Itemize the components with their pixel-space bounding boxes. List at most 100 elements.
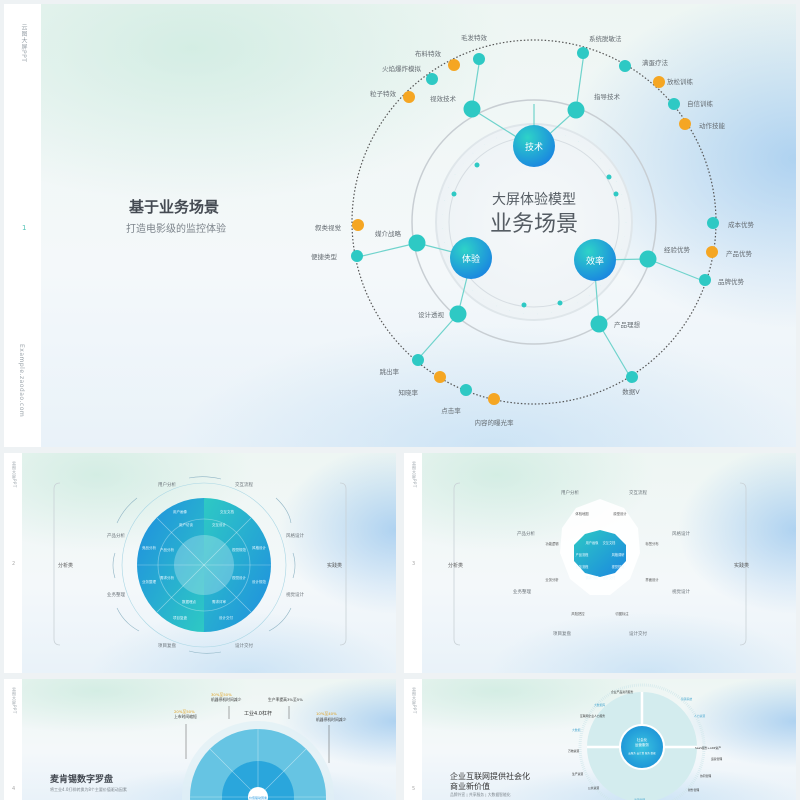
svg-text:视觉规范: 视觉规范 [232, 547, 246, 552]
svg-text:指导技术: 指导技术 [594, 92, 621, 101]
svg-text:云服务 云计算 服务 数据: 云服务 云计算 服务 数据 [628, 751, 656, 755]
svg-text:用户画像: 用户画像 [173, 509, 187, 514]
svg-text:视觉设计: 视觉设计 [232, 575, 246, 580]
thumbnail-slide-4[interactable]: 云图大屏PPT 4 麦肯锡数字罗盘 将工业4.0打样转换为8个主要价值驱动因素 … [4, 679, 396, 800]
svg-text:实践类: 实践类 [734, 562, 749, 569]
slide-title-line2: 商业新价值 [450, 782, 490, 791]
svg-text:上市时间缩短: 上市时间缩短 [174, 714, 197, 719]
svg-text:需求评审: 需求评审 [212, 599, 226, 604]
svg-text:分析类: 分析类 [448, 562, 463, 569]
slide-rail: 云图大屏PPT 4 [4, 679, 22, 800]
svg-text:交互设计: 交互设计 [212, 522, 226, 527]
svg-text:设计规范: 设计规范 [252, 579, 266, 584]
slide-side-label: 云图大屏PPT [12, 687, 17, 714]
center-line1: 大屏体验模型 [492, 192, 576, 208]
svg-text:知晓率: 知晓率 [399, 388, 419, 397]
svg-text:产品流程: 产品流程 [576, 552, 590, 557]
social-commerce-diagram: 社会化 运营服务 云服务 云计算 服务 数据 企业产品资讯服务 大数据库 营销系… [568, 683, 722, 800]
slide-side-footer: Example.zaodao.com [18, 344, 25, 418]
svg-text:万物资源: 万物资源 [568, 749, 579, 753]
svg-text:用户画像: 用户画像 [586, 540, 600, 545]
svg-text:大数据库: 大数据库 [594, 703, 605, 707]
svg-text:机器停机时间减少: 机器停机时间减少 [211, 697, 242, 702]
svg-text:竞品分析: 竞品分析 [142, 545, 156, 550]
main-slide[interactable]: 云图大屏PPT 1 Example.zaodao.com 基于业务场景 打造电影… [4, 4, 796, 447]
svg-text:业务整理: 业务整理 [107, 591, 125, 598]
svg-text:设计透视: 设计透视 [418, 310, 445, 319]
svg-text:火焰爆炸模拟: 火焰爆炸模拟 [382, 64, 422, 73]
svg-text:成本优势: 成本优势 [728, 220, 755, 229]
svg-text:便捷类型: 便捷类型 [311, 252, 338, 261]
business-scene-diagram: 大屏体验模型 业务场景 技术 体验 效率 视效技术 指导技术 媒介战略 [311, 33, 755, 427]
svg-text:品牌优势: 品牌优势 [718, 277, 745, 286]
svg-text:原型设计: 原型设计 [613, 511, 627, 516]
center-line2: 业务场景 [490, 212, 578, 237]
svg-text:标签分布: 标签分布 [645, 541, 659, 546]
svg-text:用户分析: 用户分析 [158, 481, 176, 488]
svg-text:数据V: 数据V [622, 387, 640, 396]
svg-text:业务分析: 业务分析 [545, 577, 559, 582]
svg-text:风格调研: 风格调研 [612, 552, 626, 557]
svg-text:项目复盘: 项目复盘 [158, 642, 176, 649]
svg-text:体验地图: 体验地图 [575, 511, 589, 516]
svg-text:运营服务: 运营服务 [635, 742, 649, 747]
hub-efficiency: 效率 [574, 239, 616, 281]
slide-page-number: 5 [412, 786, 416, 792]
svg-text:用户分析: 用户分析 [561, 489, 579, 496]
svg-text:内容的曝光率: 内容的曝光率 [475, 418, 515, 427]
svg-text:布料特效: 布料特效 [415, 49, 442, 58]
svg-text:风格设计: 风格设计 [286, 532, 304, 539]
svg-text:交互文档: 交互文档 [603, 540, 616, 545]
compass-diagram: 价值驱动因素 工业4.0杠杆 20%至50% 上市时间缩短 30%至50% 机器… [174, 692, 347, 800]
svg-text:经验优势: 经验优势 [664, 245, 691, 254]
svg-text:叙类视觉: 叙类视觉 [315, 223, 342, 232]
svg-text:设计交付: 设计交付 [603, 575, 617, 580]
svg-text:产品分析: 产品分析 [160, 547, 174, 552]
svg-text:视觉规范: 视觉规范 [612, 564, 626, 569]
svg-text:工业4.0杠杆: 工业4.0杠杆 [244, 710, 272, 717]
svg-text:业务整理: 业务整理 [513, 588, 531, 595]
svg-text:产品理想: 产品理想 [614, 320, 641, 329]
svg-text:需求分析: 需求分析 [160, 575, 174, 580]
svg-text:视效技术: 视效技术 [430, 94, 457, 103]
svg-text:分析类: 分析类 [58, 562, 73, 569]
svg-text:体验: 体验 [462, 253, 480, 265]
svg-text:跳出率: 跳出率 [380, 367, 400, 376]
slide-side-label: 云图大屏PPT [412, 461, 417, 488]
svg-text:产品优势: 产品优势 [726, 249, 753, 258]
svg-text:风险把控: 风险把控 [571, 611, 585, 616]
svg-text:风格设计: 风格设计 [252, 545, 266, 550]
slide-canvas [41, 4, 796, 447]
svg-text:大数据: 大数据 [572, 728, 581, 732]
svg-text:生产率提高3%至5%: 生产率提高3%至5% [268, 697, 303, 702]
svg-text:公共资源: 公共资源 [588, 786, 599, 790]
thumbnail-slide-2[interactable]: 云图大屏PPT 2 分析类 实践类 用户分析 交互流程 风格设计 视觉设计 设计… [4, 453, 396, 673]
svg-text:粒子特效: 粒子特效 [370, 89, 397, 98]
thumbnail-slide-3[interactable]: 云图大屏PPT 3 分析类 实践类 用户分析 交互流程 风格设计 视觉设计 设计… [404, 453, 796, 673]
slide-rail: 云图大屏PPT 2 [4, 453, 22, 673]
octagon-diagram: 分析类 实践类 用户分析 交互流程 风格设计 视觉设计 设计交付 项目复盘 业务… [448, 482, 749, 646]
svg-text:自信训练: 自信训练 [687, 99, 714, 108]
svg-text:视觉设计: 视觉设计 [672, 588, 690, 595]
svg-text:技术: 技术 [525, 141, 543, 153]
svg-text:社会化: 社会化 [637, 737, 648, 742]
svg-text:20%至50%: 20%至50% [174, 709, 195, 714]
svg-text:生产资源: 生产资源 [572, 772, 583, 776]
slide-subtitle: 将工业4.0打样转换为8个主要价值驱动因素 [50, 787, 127, 792]
svg-text:营销系统: 营销系统 [681, 697, 692, 701]
svg-text:满蛋疗法: 满蛋疗法 [642, 58, 669, 67]
svg-text:切图标注: 切图标注 [615, 611, 629, 616]
svg-text:设计交付: 设计交付 [235, 642, 253, 649]
slide-title: 麦肯锡数字罗盘 [50, 775, 114, 785]
svg-text:放松训练: 放松训练 [667, 77, 694, 86]
slide-page-number: 4 [12, 786, 16, 792]
svg-text:系统脱敏法: 系统脱敏法 [589, 34, 622, 43]
svg-text:互联网企业人力服务: 互联网企业人力服务 [580, 714, 605, 718]
slide-title: 基于业务场景 [129, 198, 220, 216]
svg-text:交互流程: 交互流程 [629, 489, 647, 496]
svg-text:运营管理: 运营管理 [711, 757, 722, 761]
slide-subtitle: 打造电影级的监控体验 [126, 224, 226, 235]
svg-text:毛发特效: 毛发特效 [461, 33, 488, 42]
thumbnail-slide-5[interactable]: 云图大屏PPT 5 企业互联网提供社会化 商业新价值 品牌外宣 | 共享服务 |… [404, 679, 796, 800]
slide-side-label: 云图大屏PPT [12, 461, 17, 488]
